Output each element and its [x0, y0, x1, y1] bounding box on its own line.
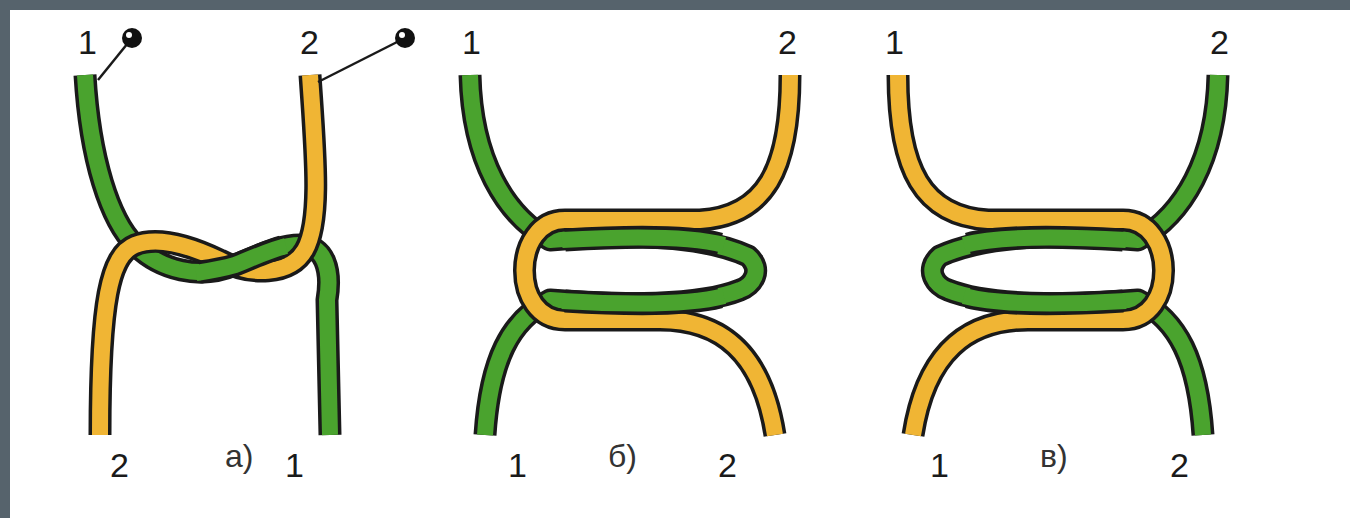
- panel-letter: а): [225, 440, 253, 472]
- strand-number: 2: [1210, 25, 1229, 59]
- strand-number: 1: [285, 448, 304, 482]
- strand-number: 1: [78, 25, 97, 59]
- strand-number: 1: [508, 448, 527, 482]
- strand-number: 2: [300, 25, 319, 59]
- knot-c: [898, 75, 1218, 435]
- strand-number: 1: [462, 25, 481, 59]
- panel-letter: в): [1040, 440, 1068, 472]
- strand-number: 1: [930, 448, 949, 482]
- strand-number: 1: [885, 25, 904, 59]
- panel-letter: б): [608, 440, 637, 472]
- knot-b: [470, 75, 790, 435]
- strand-number: 2: [1170, 448, 1189, 482]
- strand-number: 2: [110, 448, 129, 482]
- knot-a: [85, 28, 415, 435]
- strand-number: 2: [778, 25, 797, 59]
- strand-number: 2: [718, 448, 737, 482]
